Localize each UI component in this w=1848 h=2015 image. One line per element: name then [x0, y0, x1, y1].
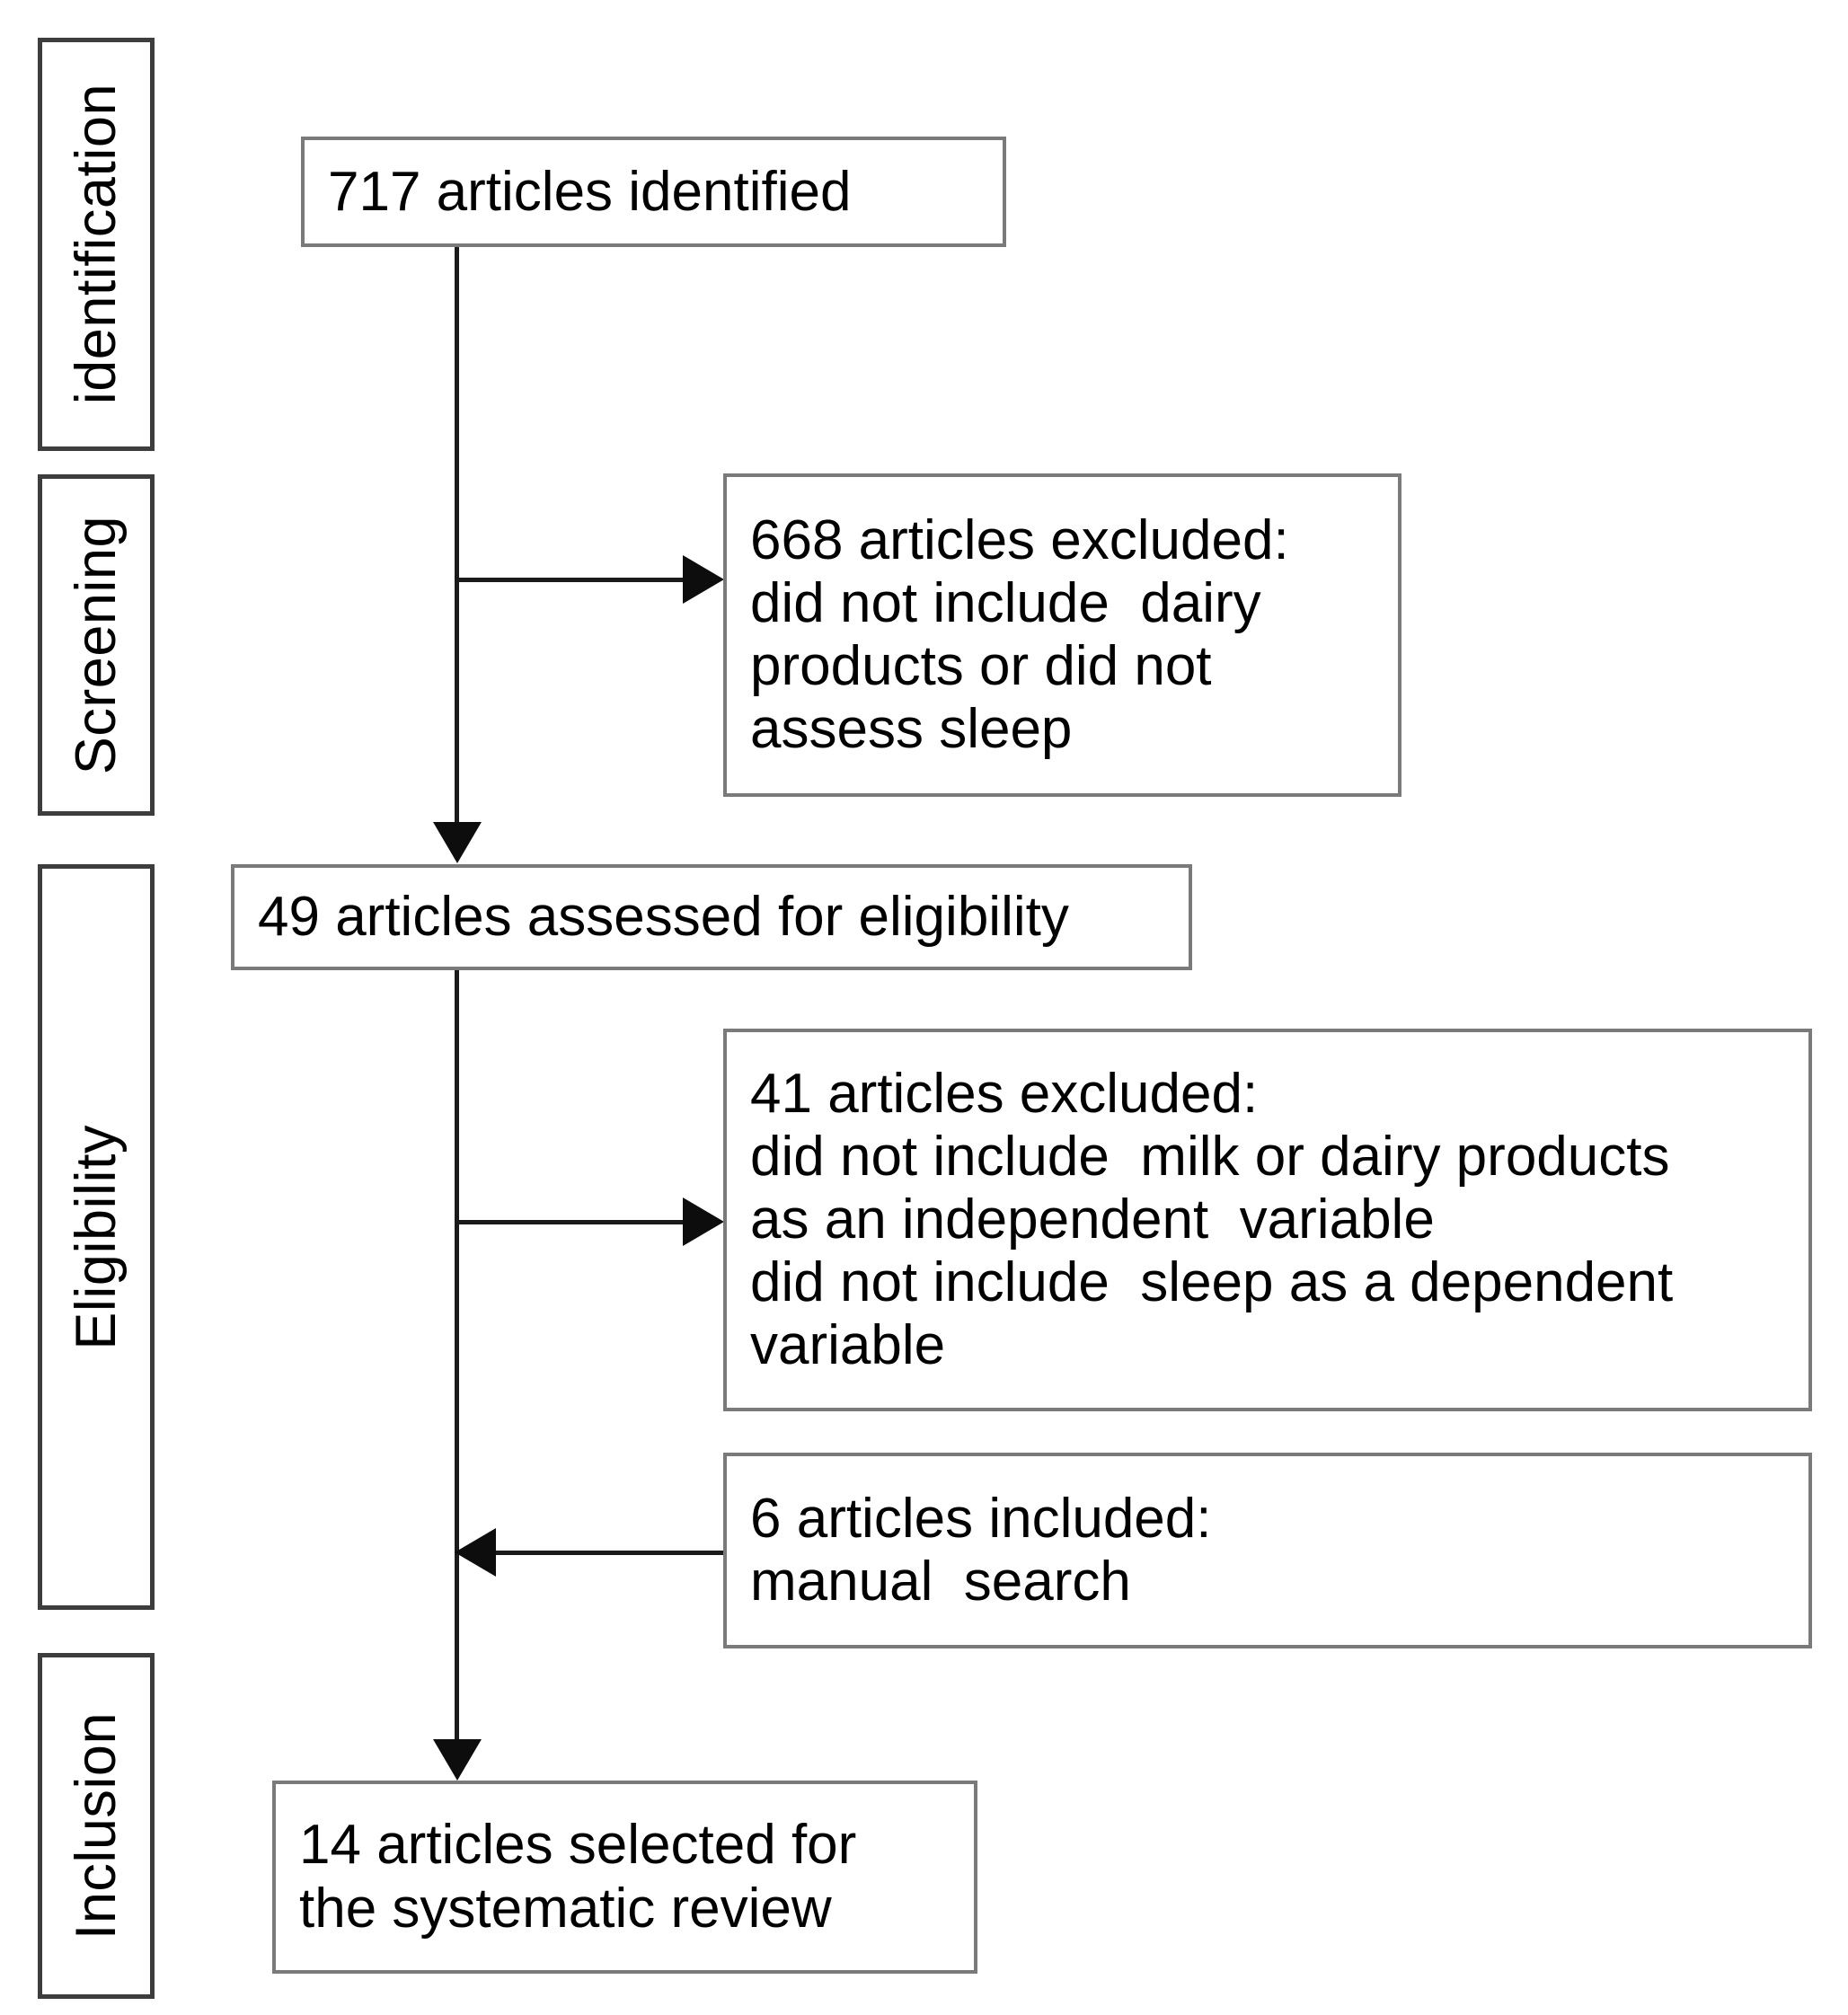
node-articles-selected-review-line-1: 14 articles selected for [299, 1814, 857, 1877]
connector-assessed-to-selected-arrowhead [433, 1739, 482, 1781]
node-articles-excluded-eligibility-line-3: as an independent variable [750, 1188, 1435, 1251]
stage-box-screening: Screening [38, 474, 155, 816]
stage-label-eligibility: Eligibility [64, 1124, 128, 1350]
connector-assessed-to-selected-line [455, 970, 459, 1746]
node-articles-identified-line-1: 717 articles identified [328, 160, 852, 223]
connector-to-excluded-eligibility-arrowhead [683, 1198, 724, 1246]
connector-to-excluded-screening-arrowhead [683, 555, 724, 604]
node-articles-selected-review-line-2: the systematic review [299, 1877, 832, 1940]
connector-to-excluded-eligibility-line [455, 1220, 686, 1224]
stage-label-screening: Screening [64, 515, 128, 775]
stage-label-identification: identification [64, 84, 128, 405]
stage-box-identification: identification [38, 38, 155, 451]
connector-identified-to-assessed-line [455, 247, 459, 829]
node-articles-excluded-eligibility-line-2: did not include milk or dairy products [750, 1125, 1670, 1188]
node-articles-excluded-eligibility-line-5: variable [750, 1314, 946, 1377]
node-articles-excluded-screening-line-2: did not include dairy [750, 571, 1261, 634]
node-articles-included-manual-line-1: 6 articles included: [750, 1487, 1212, 1550]
stage-box-eligibility: Eligibility [38, 864, 155, 1610]
connector-from-manual-search-line [496, 1551, 728, 1555]
node-articles-selected-review: 14 articles selected for the systematic … [272, 1781, 977, 1974]
node-articles-included-manual: 6 articles included: manual search [723, 1453, 1812, 1648]
node-articles-excluded-screening-line-4: assess sleep [750, 698, 1073, 761]
node-articles-assessed-eligibility-line-1: 49 articles assessed for eligibility [258, 886, 1069, 948]
node-articles-excluded-screening-line-1: 668 articles excluded: [750, 508, 1289, 571]
node-articles-included-manual-line-2: manual search [750, 1551, 1131, 1613]
connector-identified-to-assessed-arrowhead [433, 822, 482, 863]
node-articles-excluded-screening: 668 articles excluded: did not include d… [723, 473, 1401, 797]
connector-to-excluded-screening-line [455, 578, 686, 582]
node-articles-identified: 717 articles identified [301, 137, 1006, 247]
node-articles-assessed-eligibility: 49 articles assessed for eligibility [231, 864, 1192, 970]
node-articles-excluded-eligibility: 41 articles excluded: did not include mi… [723, 1029, 1812, 1411]
node-articles-excluded-screening-line-3: products or did not [750, 635, 1212, 697]
node-articles-excluded-eligibility-line-1: 41 articles excluded: [750, 1062, 1259, 1125]
node-articles-excluded-eligibility-line-4: did not include sleep as a dependent [750, 1251, 1674, 1314]
stage-label-inclusion: Inclusion [64, 1711, 128, 1940]
connector-from-manual-search-arrowhead [455, 1528, 496, 1577]
stage-box-inclusion: Inclusion [38, 1653, 155, 1999]
